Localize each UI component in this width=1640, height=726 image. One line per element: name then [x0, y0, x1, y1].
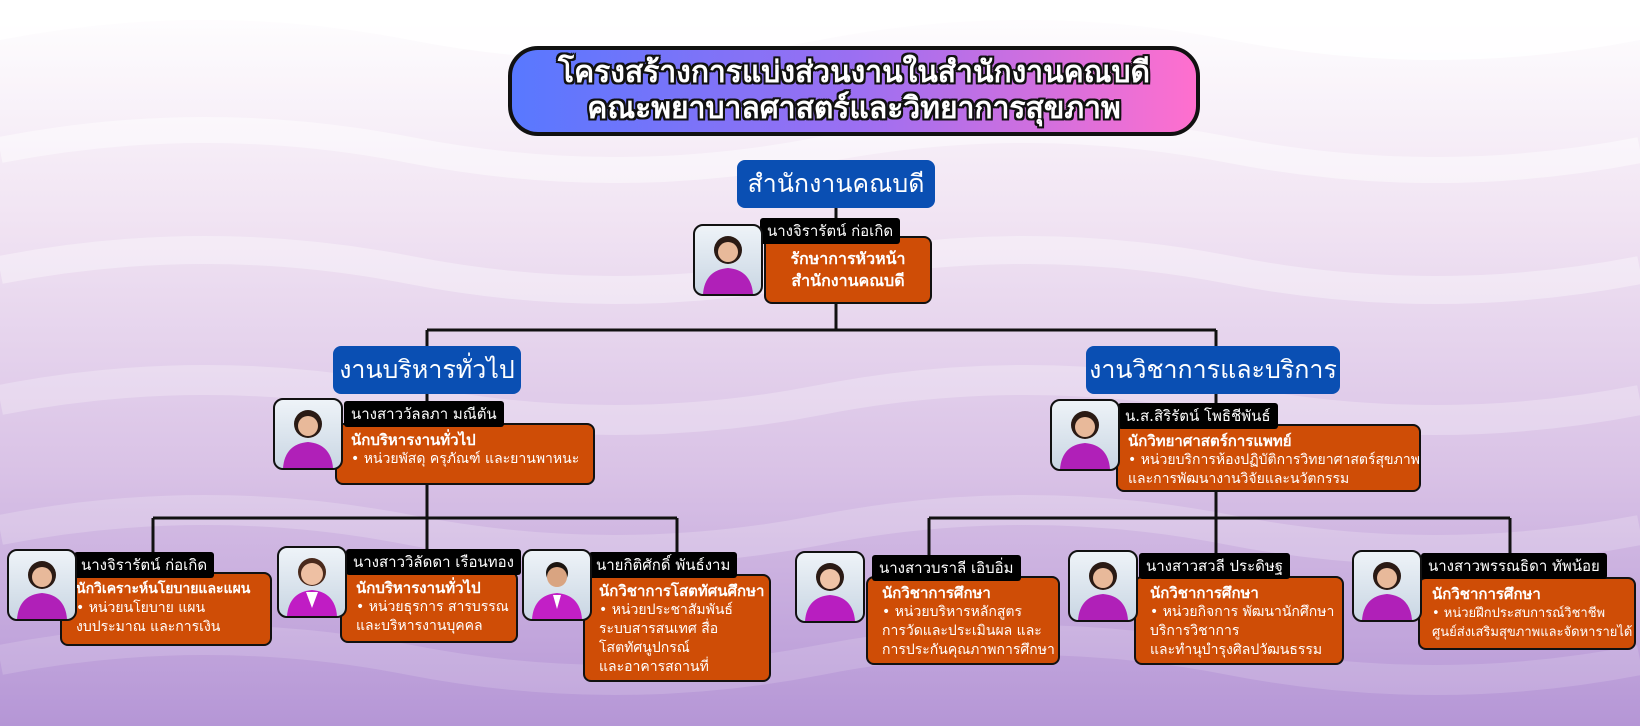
staff-avatar [277, 546, 347, 618]
staff-name-tag: นางสาวสวลี ประดิษฐ [1139, 553, 1291, 579]
staff-name-tag: นางจิรารัตน์ ก่อเกิด [74, 552, 215, 578]
duty-line: • หน่วยนโยบาย แผน [76, 600, 206, 616]
title-line-2: คณะพยาบาลศาสตร์และวิทยาการสุขภาพ [587, 91, 1121, 126]
card-general-admin: นักบริหารงานทั่วไป • หน่วยพัสดุ ครุภัณฑ์… [335, 423, 595, 485]
staff-card: นักวิชาการศึกษา • หน่วยบริหารหลักสูตร กา… [866, 576, 1060, 665]
staff-name-tag: นางสาวบราลี เอิบอิ่ม [872, 555, 1021, 581]
duty-line: และอาคารสถานที่ [599, 659, 709, 675]
staff-card: นักวิชาการศึกษา • หน่วยกิจการ พัฒนานักศึ… [1134, 576, 1344, 665]
duty-line: • หน่วยพัสดุ ครุภัณฑ์ และยานพาหนะ [351, 451, 580, 467]
staff-card: นักวิชาการโสตทัศนศึกษา • หน่วยประชาสัมพั… [583, 574, 771, 682]
role-general-admin: นักบริหารงานทั่วไป [351, 431, 476, 449]
staff-role: นักวิชาการศึกษา [1432, 585, 1541, 603]
duty-line: โสตทัศนูปกรณ์ [599, 640, 690, 656]
title-line-1: โครงสร้างการแบ่งส่วนงานในสำนักงานคณบดี [557, 55, 1151, 90]
duty-line: • หน่วยฝึกประสบการณ์วิชาชีพ [1432, 606, 1606, 621]
dept-academic-service: งานวิชาการและบริการ [1086, 346, 1340, 394]
staff-role: นักวิชาการศึกษา [882, 584, 991, 602]
staff-name-tag: นางสาววิลัดดา เรือนทอง [346, 549, 521, 575]
staff-avatar [7, 549, 77, 621]
name-tag-academic-service: น.ส.สิริรัตน์ โพธิชีพันธ์ [1118, 403, 1278, 429]
duty-line: การวัดและประเมินผล และ [882, 623, 1042, 639]
head-role-line-1: รักษาการหัวหน้า [790, 249, 906, 268]
card-academic-service: นักวิทยาศาสตร์การแพทย์ • หน่วยบริการห้อง… [1116, 424, 1421, 492]
duty-line: • หน่วยประชาสัมพันธ์ [599, 602, 733, 618]
staff-role: นักวิเคราะห์นโยบายและแผน [76, 581, 251, 597]
duty-line: บริการวิชาการ [1150, 623, 1240, 639]
staff-name-tag: นางสาวพรรณธิดา ทัพน้อย [1421, 553, 1607, 579]
avatar-head [693, 224, 763, 296]
avatar-general-admin [273, 398, 343, 470]
duty-line: • หน่วยบริการห้องปฏิบัติการวิทยาศาสตร์สุ… [1128, 452, 1420, 468]
dept-dean-office: สำนักงานคณบดี [737, 160, 935, 208]
card-head-role: รักษาการหัวหน้า สำนักงานคณบดี [764, 236, 932, 304]
staff-role: นักวิชาการศึกษา [1150, 584, 1259, 602]
duty-line: งบประมาณ และการเงิน [76, 619, 221, 635]
dept-general-admin: งานบริหารทั่วไป [333, 346, 521, 394]
title-banner: โครงสร้างการแบ่งส่วนงานในสำนักงานคณบดี ค… [508, 46, 1200, 136]
name-tag-head: นางจิรารัตน์ ก่อเกิด [760, 218, 901, 244]
duty-line: • หน่วยบริหารหลักสูตร [882, 604, 1023, 620]
head-role-line-2: สำนักงานคณบดี [791, 271, 905, 290]
avatar-academic-service [1050, 399, 1120, 471]
duty-line: • หน่วยธุรการ สารบรรณ [356, 599, 509, 615]
staff-avatar [795, 551, 865, 623]
staff-card: นักวิเคราะห์นโยบายและแผน • หน่วยนโยบาย แ… [60, 572, 272, 646]
staff-role: นักบริหารงานทั่วไป [356, 579, 481, 597]
duty-line: และทำนุบำรุงศิลปวัฒนธรรม [1150, 642, 1323, 658]
duty-line: และบริหารงานบุคคล [356, 618, 483, 634]
duty-line: • หน่วยกิจการ พัฒนานักศึกษา [1150, 604, 1335, 620]
staff-card: นักวิชาการศึกษา • หน่วยฝึกประสบการณ์วิชา… [1418, 577, 1636, 650]
name-tag-general-admin: นางสาววัลลภา มณีตัน [344, 401, 504, 427]
duty-line: และการพัฒนางานวิจัยและนวัตกรรม [1128, 471, 1350, 487]
staff-avatar [522, 549, 592, 621]
staff-role: นักวิชาการโสตทัศนศึกษา [599, 582, 765, 600]
duty-line: การประกันคุณภาพการศึกษา [882, 642, 1055, 658]
duty-line: ระบบสารสนเทศ สื่อ [599, 621, 719, 637]
role-academic-service: นักวิทยาศาสตร์การแพทย์ [1128, 432, 1292, 450]
staff-name-tag: นายกิติศักดิ์ พันธ์งาม [589, 552, 738, 578]
staff-avatar [1068, 550, 1138, 622]
staff-card: นักบริหารงานทั่วไป • หน่วยธุรการ สารบรรณ… [340, 571, 518, 643]
staff-avatar [1352, 550, 1422, 622]
duty-line: ศูนย์ส่งเสริมสุขภาพและจัดหารายได้ [1432, 625, 1633, 640]
